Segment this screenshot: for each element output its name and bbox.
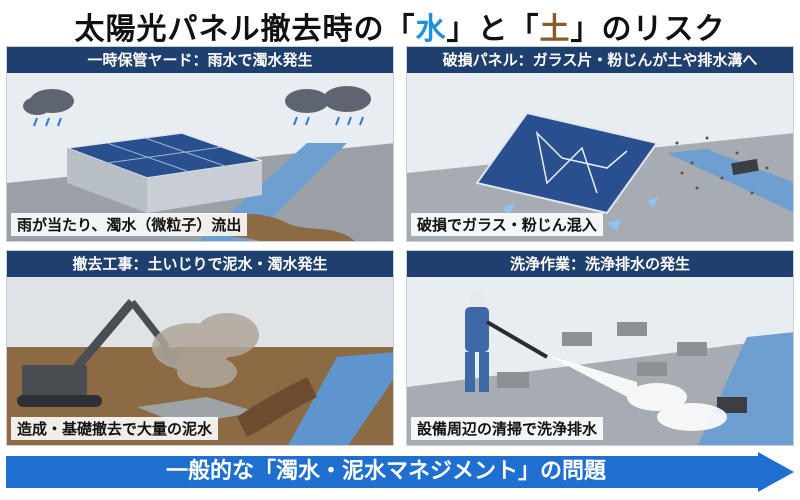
mud-splash [237, 377, 317, 437]
arrow-right-icon [6, 452, 794, 492]
panel-storage-yard: 一時保管ヤード：雨水で濁水発生 雨が当たり、濁水（微粒子）流出 [6, 46, 394, 242]
panel-caption: 破損でガラス・粉じん混入 [411, 213, 603, 236]
muddy-stream [288, 352, 393, 445]
panel-header: 一時保管ヤード：雨水で濁水発生 [7, 47, 393, 73]
panel-header: 洗浄作業：洗浄排水の発生 [407, 251, 793, 277]
summary-banner: 一般的な「濁水・泥水マネジメント」の問題 [6, 452, 794, 492]
dust-cloud [152, 313, 259, 388]
panel-removal-work: 撤去工事：土いじりで泥水・濁水発生 造成・基礎撤去で大量の泥水 [6, 250, 394, 446]
title-prefix: 太陽光パネル撤去時の「 [74, 12, 416, 47]
panel-header: 撤去工事：土いじりで泥水・濁水発生 [7, 251, 393, 277]
drain-grate-icon [731, 158, 759, 176]
water-spray [547, 355, 727, 431]
cracked-solar-panel-icon [475, 111, 659, 215]
concrete-blocks [497, 322, 707, 388]
drain-grate-icon [717, 397, 747, 413]
title-keyword-soil: 土 [539, 12, 571, 47]
panel-washing-work: 洗浄作業：洗浄排水の発生 設備周辺の清掃で洗浄排水 [406, 250, 794, 446]
banner-text: 一般的な「濁水・泥水マネジメント」の問題 [165, 459, 606, 484]
panel-broken-panel: 破損パネル：ガラス片・粉じんが土や排水溝へ 破損でガラス・粉じん混入 [406, 46, 794, 242]
panel-header: 破損パネル：ガラス片・粉じんが土や排水溝へ [407, 47, 793, 73]
title-middle: 」と「 [446, 12, 540, 47]
rain-cloud-icon [23, 86, 371, 115]
drainage-ditch [667, 149, 793, 213]
title-keyword-water: 水 [415, 12, 447, 47]
panel-caption: 設備周辺の清掃で洗浄排水 [411, 417, 604, 440]
title-suffix: 」のリスク [570, 12, 726, 47]
dust-particles [675, 136, 769, 195]
page-title: 太陽光パネル撤去時の「水」と「土」のリスク [0, 4, 800, 47]
solar-panel-stack-icon [66, 132, 263, 213]
glass-shards-icon [502, 197, 659, 231]
panel-caption: 雨が当たり、濁水（微粒子）流出 [11, 213, 248, 236]
worker-icon [465, 291, 549, 392]
panel-caption: 造成・基礎撤去で大量の泥水 [11, 417, 219, 440]
